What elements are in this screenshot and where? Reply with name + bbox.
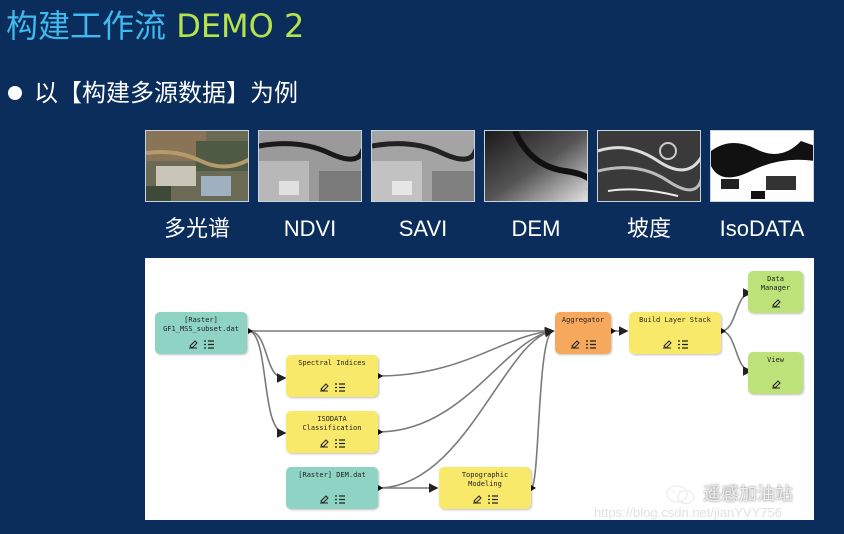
thumbnail-label: DEM [511,216,561,241]
slide-title: 构建工作流 DEMO 2 [6,6,304,46]
list-icon[interactable] [488,495,498,504]
node-label: [Raster] GF1_MSS_subset.dat [163,316,239,333]
edit-icon[interactable] [319,495,329,504]
ndvi-image [258,130,362,202]
source-url: https://blog.csdn.net/jianYVY756 [594,505,782,520]
node-label: [Raster] DEM.dat [298,471,366,479]
list-icon[interactable] [335,495,345,504]
connector [720,288,753,332]
connector [377,326,555,377]
node-label: Build Layer Stack [639,316,711,324]
title-chinese: 构建工作流 [6,7,167,45]
thumbnail-label: NDVI [283,216,337,241]
thumbnail-label: IsoDATA [719,216,805,241]
node-label: Data Manager [760,275,791,292]
edit-icon[interactable] [662,340,672,349]
spectral-indices-node[interactable]: Spectral Indices [286,355,378,397]
watermark: 遥感加油站 [665,484,793,506]
build-layer-stack-node[interactable]: Build Layer Stack [629,312,721,354]
connector [377,327,555,489]
topographic-modeling-node[interactable]: Topographic Modeling [439,467,531,509]
thumbnail-label: SAVI [398,216,448,241]
slope-image [597,130,701,202]
edit-icon[interactable] [570,340,580,349]
edit-icon[interactable] [771,299,781,308]
isodata-classification-node[interactable]: ISODATA Classification [286,411,378,453]
savi-image [371,130,475,202]
workflow-diagram: [Raster] GF1_MSS_subset.dat Spectral Ind… [145,258,814,520]
title-english: DEMO 2 [176,7,305,45]
edit-icon[interactable] [319,439,329,448]
list-icon[interactable] [586,340,596,349]
bullet-point: 以【构建多源数据】为例 [8,78,298,108]
list-icon[interactable] [678,340,688,349]
dem-image [484,130,588,202]
list-icon[interactable] [335,383,345,392]
isodata-image [710,130,814,202]
connector [377,327,555,433]
watermark-text: 遥感加油站 [703,484,793,505]
node-label: Aggregator [561,316,605,324]
thumbnail-label: 坡度 [626,216,671,241]
node-label: Spectral Indices [298,359,366,367]
thumbnail-label: 多光谱 [163,216,230,241]
node-label: Topographic Modeling [461,471,509,488]
connector [247,330,287,383]
list-icon[interactable] [204,340,214,349]
multispectral-image [145,130,249,202]
aggregator-node[interactable]: Aggregator [555,312,611,354]
connector [247,330,287,438]
raster-input-node[interactable]: [Raster] GF1_MSS_subset.dat [155,312,247,354]
list-icon[interactable] [335,439,345,448]
dem-input-node[interactable]: [Raster] DEM.dat [286,467,378,509]
node-label: View [767,356,784,364]
view-node[interactable]: View [748,352,803,394]
data-manager-node[interactable]: Data Manager [748,271,803,313]
bullet-text: 以【构建多源数据】为例 [34,79,298,107]
connector [530,327,555,489]
edit-icon[interactable] [188,340,198,349]
bullet-icon [8,86,22,100]
workflow-connectors [247,288,753,493]
wechat-icon [666,485,695,505]
edit-icon[interactable] [771,380,781,389]
edit-icon[interactable] [472,495,482,504]
connector [720,330,753,376]
edit-icon[interactable] [319,383,329,392]
node-label: ISODATA Classification [302,415,362,432]
